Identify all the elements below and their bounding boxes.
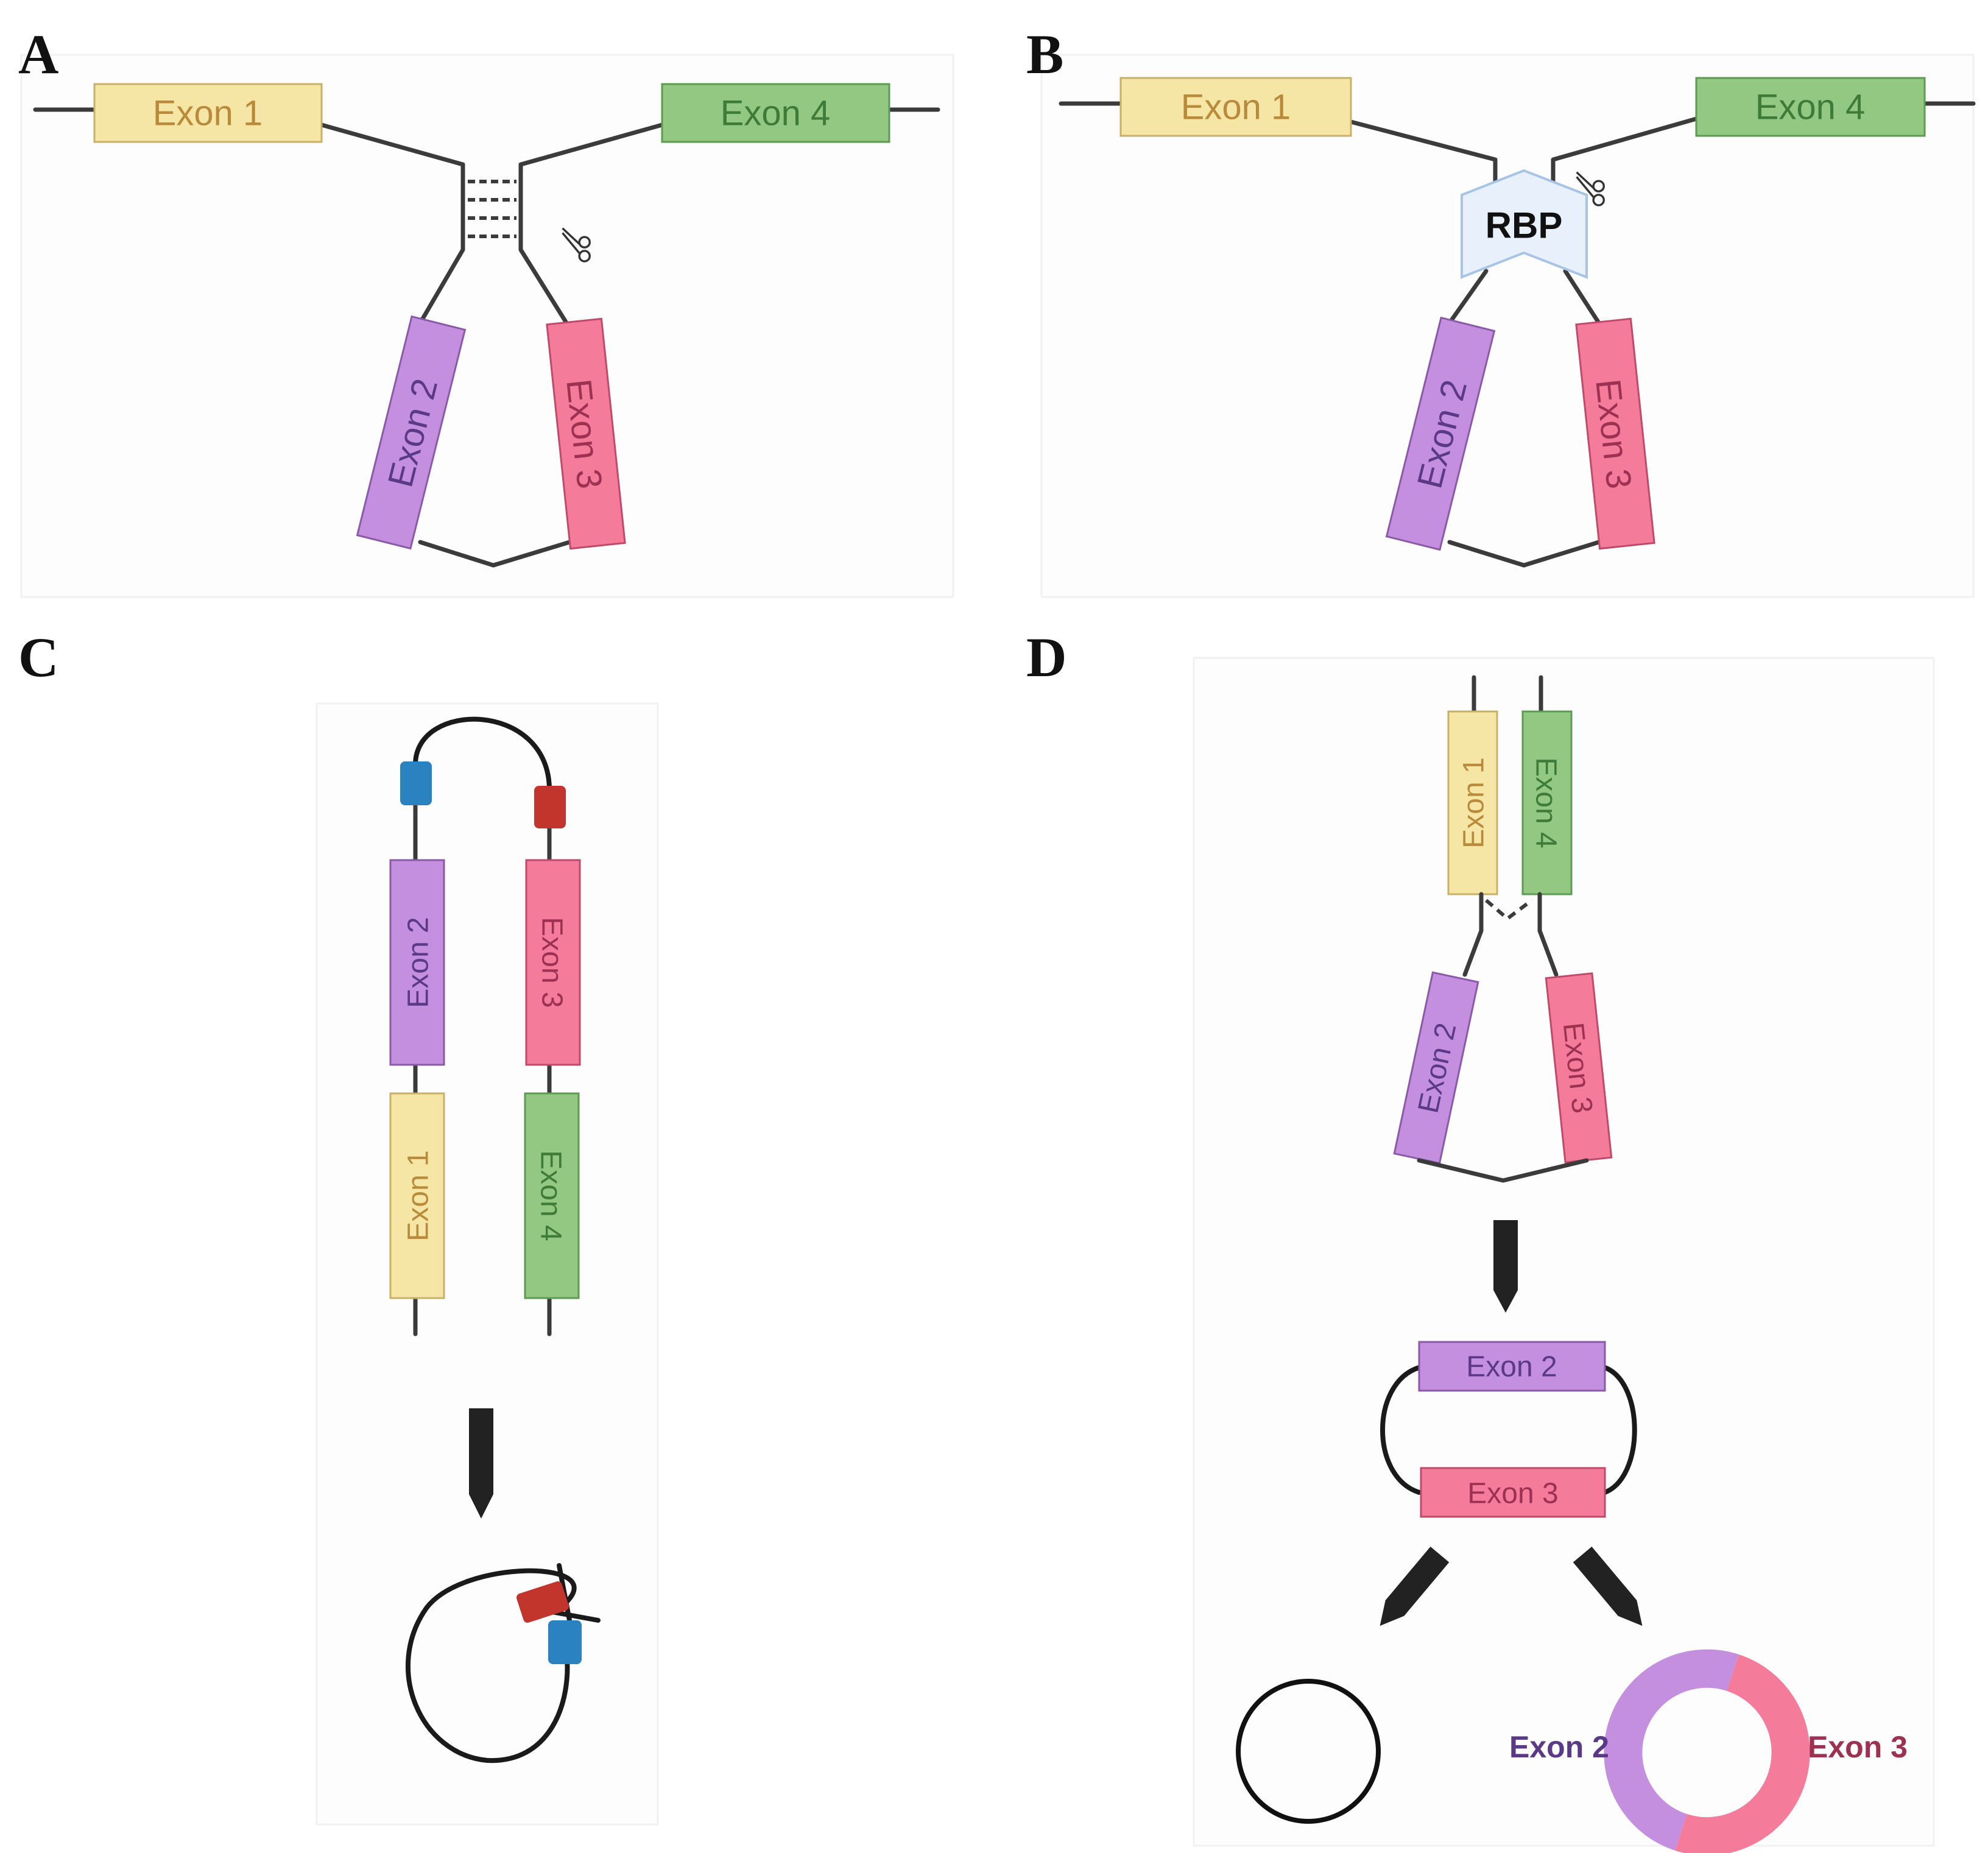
svg-text:Exon 1: Exon 1 [403,1150,435,1241]
panel-c-circularized-rna [405,1568,577,1763]
svg-text:RBP: RBP [1486,205,1563,246]
panel-b-exon3: Exon 3 [1575,317,1655,550]
panel-c-exon1: Exon 1 [389,1092,445,1299]
panel-d-exon3: Exon 3 [1545,972,1613,1163]
panel-a-basepairing [468,180,516,238]
svg-text:Exon 1: Exon 1 [153,94,263,133]
panel-a: Exon 1 Exon 4 Exon 2 Exon 3 [33,83,940,568]
panel-d-right-intron [1537,892,1559,977]
panel-a-backsplice-linker [418,540,572,568]
down-arrow-icon [469,1408,493,1519]
panel-d-circrna-left-arc [1380,1365,1422,1495]
panel-c-top-loop [413,716,552,791]
panel-d-backsplice-linker [1417,1158,1589,1183]
panel-d-splice-dashes [1485,898,1533,921]
panel-d-intronic-circle [1236,1679,1381,1824]
panel-c-red-flank [534,786,566,828]
panel-c-exon3: Exon 3 [525,859,581,1066]
panel-c-label: C [18,626,58,688]
panel-b: RBP Exon 1 Exon 4 Exon 2 Exon 3 [1059,77,1976,568]
panel-b-left-intron [1348,119,1498,185]
panel-d-circ-exon2: Exon 2 [1418,1341,1606,1392]
ring-segment-exon2 [1604,1649,1739,1851]
ring-label-exon3: Exon 3 [1808,1730,1908,1764]
panel-b-left-stem [1447,269,1489,325]
panel-d-circ-exon3: Exon 3 [1420,1467,1606,1518]
svg-text:Exon 2: Exon 2 [403,917,435,1008]
scissors-icon [1576,171,1605,206]
svg-text:Exon 2: Exon 2 [1466,1351,1557,1383]
panel-a-exon4: Exon 4 [661,83,890,143]
svg-text:Exon 4: Exon 4 [1530,757,1562,848]
svg-text:Exon 1: Exon 1 [1458,757,1490,848]
panel-c-red-flank-joined [516,1581,569,1623]
panel-c-blue-flank-joined [548,1620,582,1664]
ring-label-exon2: Exon 2 [1509,1730,1609,1764]
panel-a-exon3: Exon 3 [546,317,626,550]
scissors-icon [562,227,591,263]
panel-d: Exon 1 Exon 4 Exon 2 Exon 3 Exon 2 [1236,675,1908,1853]
down-arrow-icon [1380,1547,1450,1626]
panel-b-background [1040,54,1975,598]
panel-a-right-intron [518,122,664,325]
panel-a-left-intron [319,122,465,325]
panel-d-label: D [1026,626,1066,688]
svg-text:Exon 4: Exon 4 [721,94,831,133]
panel-d-exon1: Exon 1 [1447,710,1498,895]
panel-d-circrna-right-arc [1602,1365,1637,1495]
panel-a-exon1: Exon 1 [93,83,323,143]
panel-c-blue-flank [400,761,432,805]
panel-c-background [315,702,659,1826]
panel-d-left-intron [1462,892,1484,977]
panel-c-exon2: Exon 2 [389,859,445,1066]
panel-a-label: A [18,23,58,85]
ring-segment-exon3 [1675,1654,1810,1853]
panel-d-circrna-ring [1604,1649,1810,1853]
panel-b-right-stem [1563,269,1601,325]
panel-c: Exon 2 Exon 1 Exon 3 Exon 4 [389,716,601,1763]
panel-b-label: B [1026,23,1063,85]
panel-d-exon4: Exon 4 [1521,710,1573,895]
down-arrow-icon [1493,1220,1518,1313]
panel-c-exon4: Exon 4 [524,1092,580,1299]
panel-b-right-intron [1551,116,1699,185]
panel-b-exon1: Exon 1 [1119,77,1352,137]
svg-text:Exon 4: Exon 4 [1755,88,1866,127]
svg-text:Exon 3: Exon 3 [536,917,568,1008]
rbp-protein: RBP [1461,169,1588,279]
panel-b-exon4: Exon 4 [1695,77,1926,137]
down-arrow-icon [1573,1547,1643,1626]
svg-text:Exon 3: Exon 3 [1467,1478,1558,1510]
svg-text:Exon 1: Exon 1 [1181,88,1291,127]
panel-a-background [20,54,954,598]
svg-text:Exon 4: Exon 4 [535,1150,567,1241]
panel-b-backsplice-linker [1447,540,1601,568]
